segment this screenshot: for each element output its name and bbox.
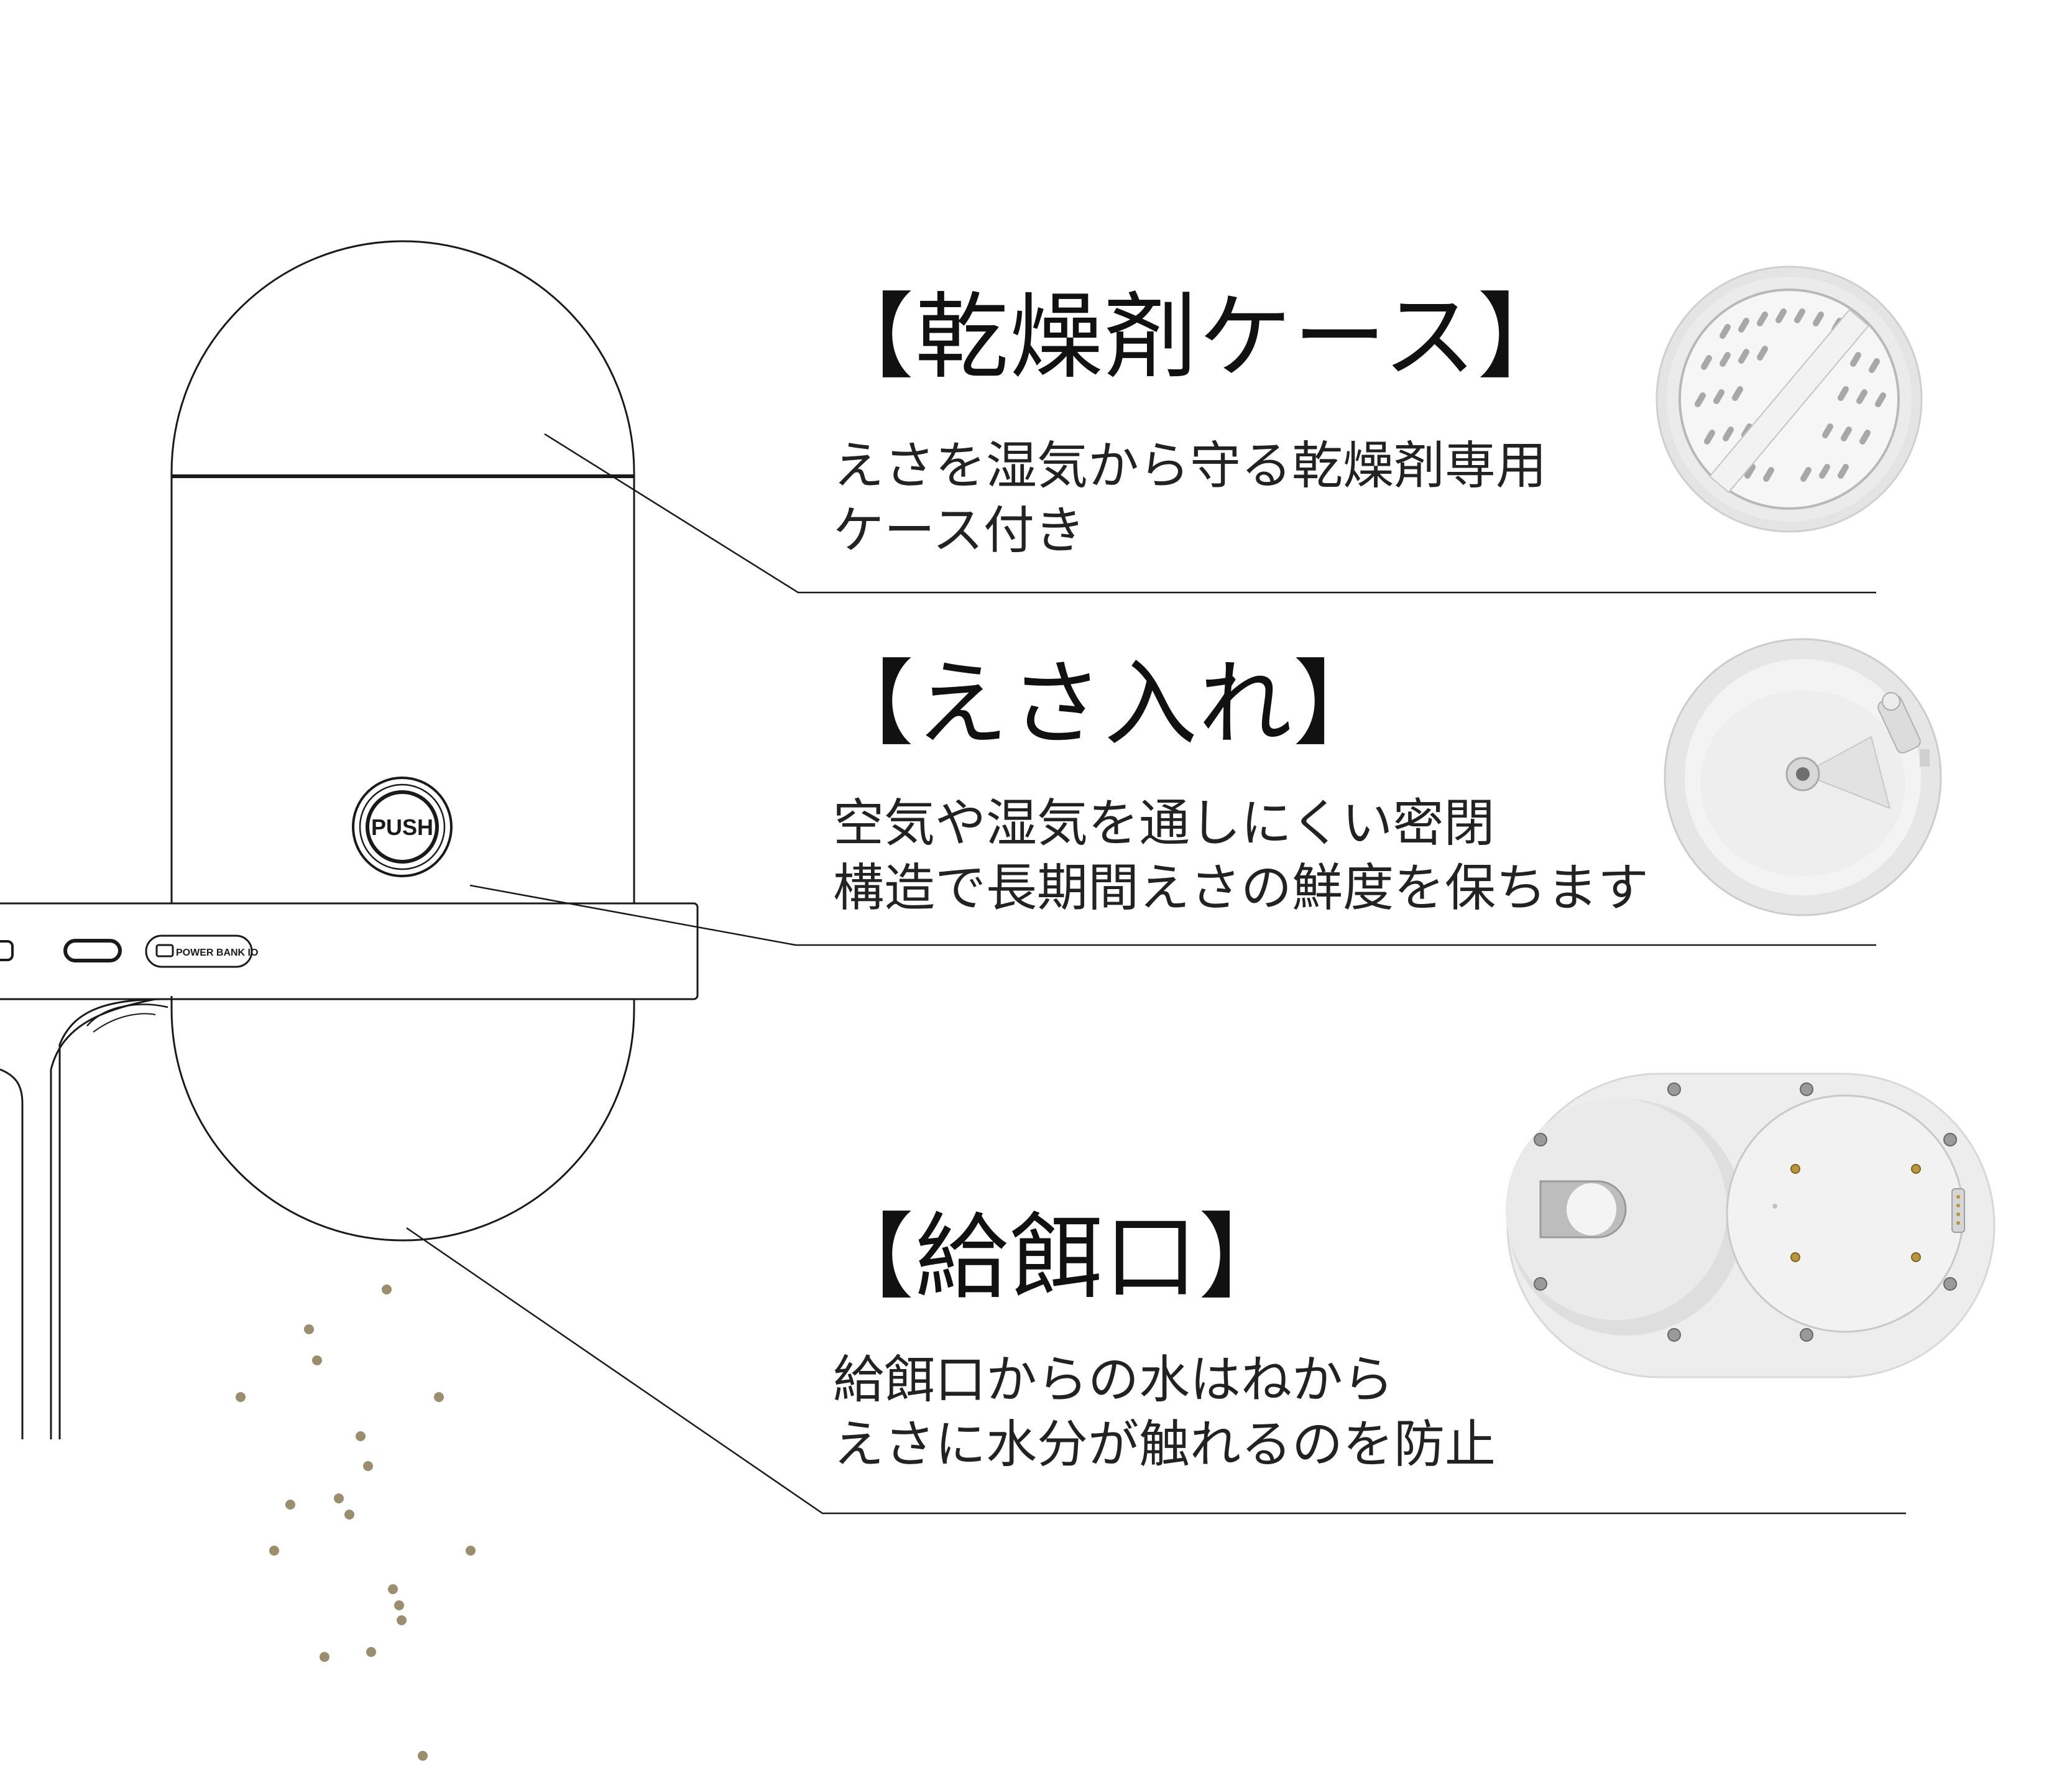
leader-line-desiccant bbox=[544, 433, 1876, 594]
kibble bbox=[366, 1647, 376, 1657]
leader-line-feeding-port bbox=[406, 1227, 1906, 1515]
food-container-title: 【えさ入れ】 bbox=[821, 650, 1388, 759]
kibble bbox=[285, 1500, 295, 1510]
kibble bbox=[312, 1355, 322, 1365]
desiccant-case-description: えさを湿気から守る乾燥剤専用 ケース付き bbox=[833, 434, 1547, 563]
kibble bbox=[304, 1324, 314, 1334]
kibble bbox=[236, 1392, 246, 1402]
food-container-desc-line-1: 空気や湿気を通しにくい密閉 bbox=[833, 794, 1495, 853]
food-container-desc-line-2: 構造で長期間えさの鮮度を保ちます bbox=[833, 859, 1649, 918]
leader-line-food-container bbox=[469, 884, 1876, 946]
device-upper-body bbox=[170, 240, 635, 903]
feeding-port-desc-line-2: えさに水分が触れるのを防止 bbox=[833, 1415, 1496, 1474]
kibble bbox=[397, 1615, 407, 1625]
food-container-description: 空気や湿気を通しにくい密閉 構造で長期間えさの鮮度を保ちます bbox=[833, 791, 1649, 921]
kibble bbox=[344, 1510, 354, 1520]
kibble bbox=[394, 1600, 404, 1610]
perimeter-screws bbox=[1534, 1082, 1957, 1342]
kibble bbox=[356, 1431, 366, 1441]
feeding-port-title: 【給餌口】 bbox=[821, 1204, 1294, 1312]
feeding-port-photo bbox=[1506, 1073, 1996, 1378]
desiccant-case-title: 【乾燥剤ケース】 bbox=[821, 284, 1572, 392]
device-stand-arm-inner bbox=[50, 998, 156, 1439]
device-spout-curve-2 bbox=[93, 1013, 156, 1033]
kibble bbox=[320, 1652, 329, 1662]
leader-lines bbox=[406, 433, 1906, 1515]
usb-c-port-icon bbox=[63, 939, 122, 962]
device-lower-bowl bbox=[170, 996, 635, 1242]
device-stand-arm bbox=[58, 998, 168, 1439]
kibble bbox=[269, 1546, 279, 1556]
food-container-photo bbox=[1664, 638, 1942, 916]
device-ports bbox=[0, 934, 253, 968]
device-base-plate bbox=[0, 902, 699, 1000]
desiccant-case-photo bbox=[1655, 265, 1923, 533]
push-label: PUSH bbox=[371, 814, 433, 840]
kibble bbox=[334, 1493, 344, 1503]
device-spout-curve bbox=[86, 1003, 168, 1026]
gold-screws bbox=[1790, 1164, 1921, 1262]
kibble bbox=[363, 1461, 373, 1471]
kibble bbox=[418, 1751, 428, 1761]
battery-icon bbox=[155, 944, 174, 957]
feeding-port-description: 給餌口からの水はねから えさに水分が触れるのを防止 bbox=[833, 1348, 1496, 1477]
desiccant-case-desc-line-1: えさを湿気から守る乾燥剤専用 bbox=[833, 436, 1547, 496]
desiccant-case-desc-line-2: ケース付き bbox=[833, 501, 1085, 560]
power-bank-label: POWER BANK IO bbox=[176, 948, 258, 958]
feeding-port-desc-line-1: 給餌口からの水はねから bbox=[833, 1350, 1394, 1409]
port-left bbox=[0, 940, 14, 961]
kibble bbox=[388, 1584, 398, 1594]
kibble-pieces bbox=[236, 1285, 476, 1761]
push-button: PUSH bbox=[352, 777, 453, 877]
device-stand-edge bbox=[0, 1068, 24, 1439]
kibble bbox=[382, 1285, 392, 1294]
feeder-device-drawing bbox=[0, 240, 699, 1439]
power-bank-port bbox=[145, 934, 253, 968]
kibble bbox=[434, 1392, 444, 1402]
kibble bbox=[466, 1546, 476, 1556]
